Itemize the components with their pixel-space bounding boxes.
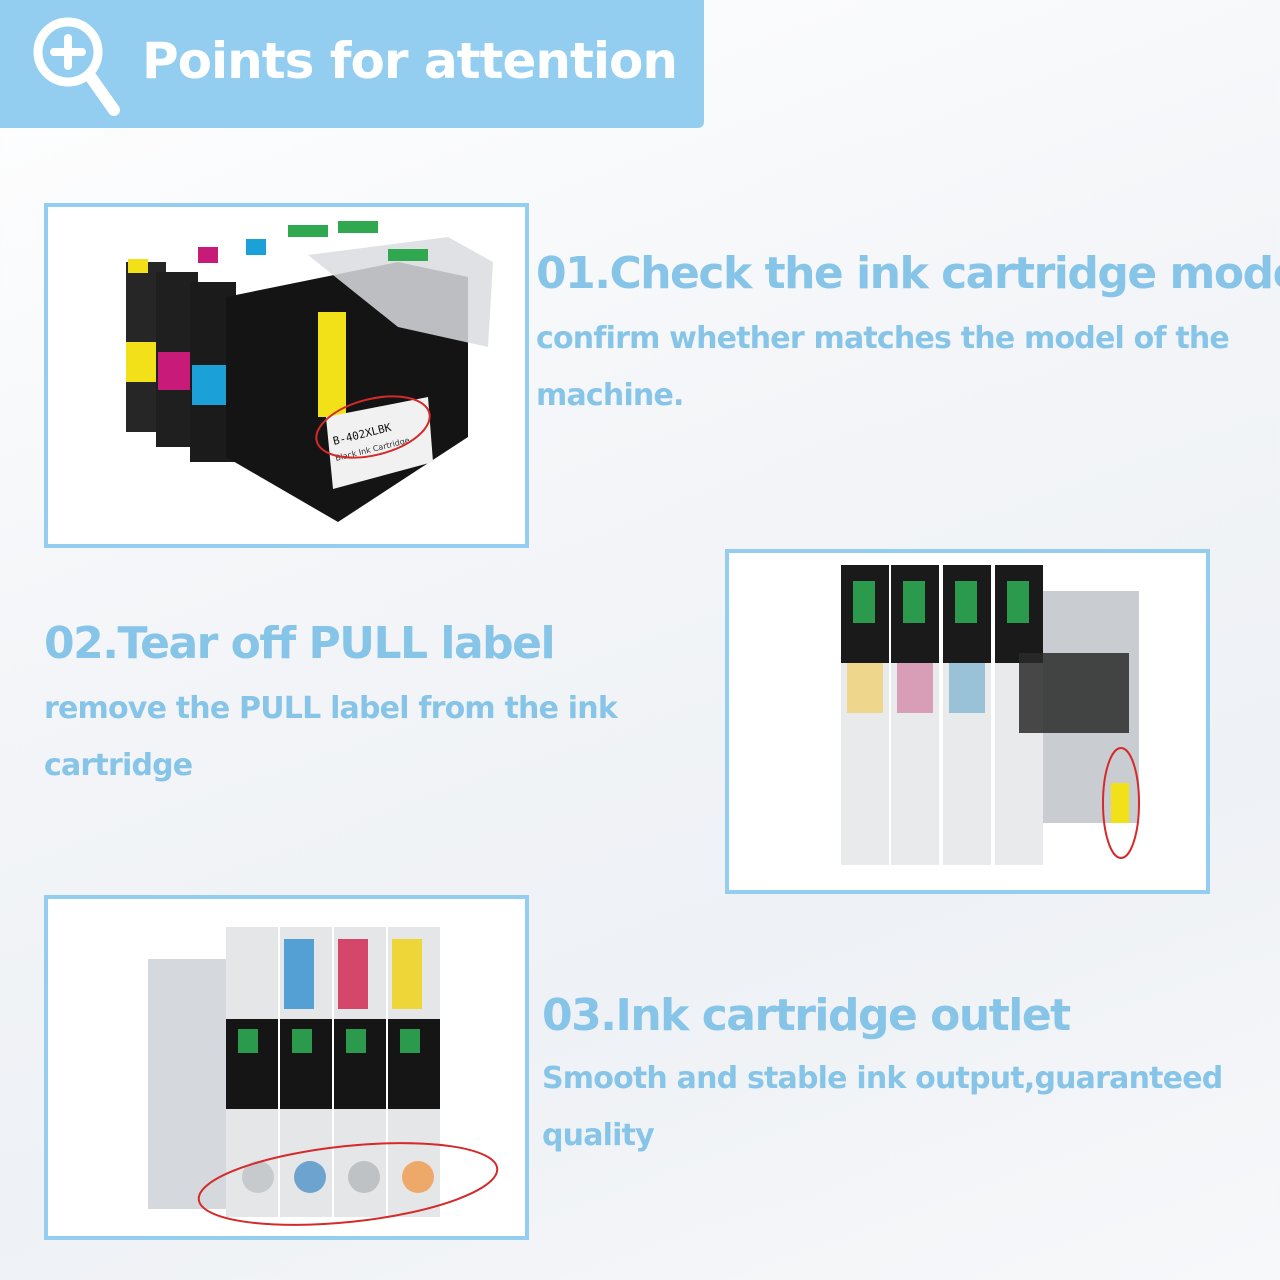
cartridge-black: B-402XLBK Black Ink Cartridge — [226, 221, 493, 522]
step3-title: 03.Ink cartridge outlet — [542, 990, 1071, 1041]
step3-description: Smooth and stable ink output,guaranteed … — [542, 1061, 1223, 1153]
step3-photo — [44, 895, 529, 1240]
highlight-circle — [315, 395, 431, 459]
step2-title: 02.Tear off PULL label — [44, 618, 556, 669]
highlight-circle — [1102, 747, 1140, 859]
step2-description: remove the PULL label from the ink cartr… — [44, 691, 618, 783]
step1-photo: B-402XLBK Black Ink Cartridge — [44, 203, 529, 548]
magnifier-plus-icon — [33, 17, 120, 116]
step1-title: 01.Check the ink cartridge model — [536, 248, 1280, 299]
header-banner: Points for attention — [0, 0, 704, 128]
cartridge-group — [841, 565, 1139, 865]
step1-description: confirm whether matches the model of the… — [536, 321, 1230, 413]
cartridge-group — [148, 927, 440, 1217]
step2-photo — [725, 549, 1210, 894]
page-title: Points for attention — [142, 32, 678, 90]
highlight-circle — [197, 1142, 499, 1226]
